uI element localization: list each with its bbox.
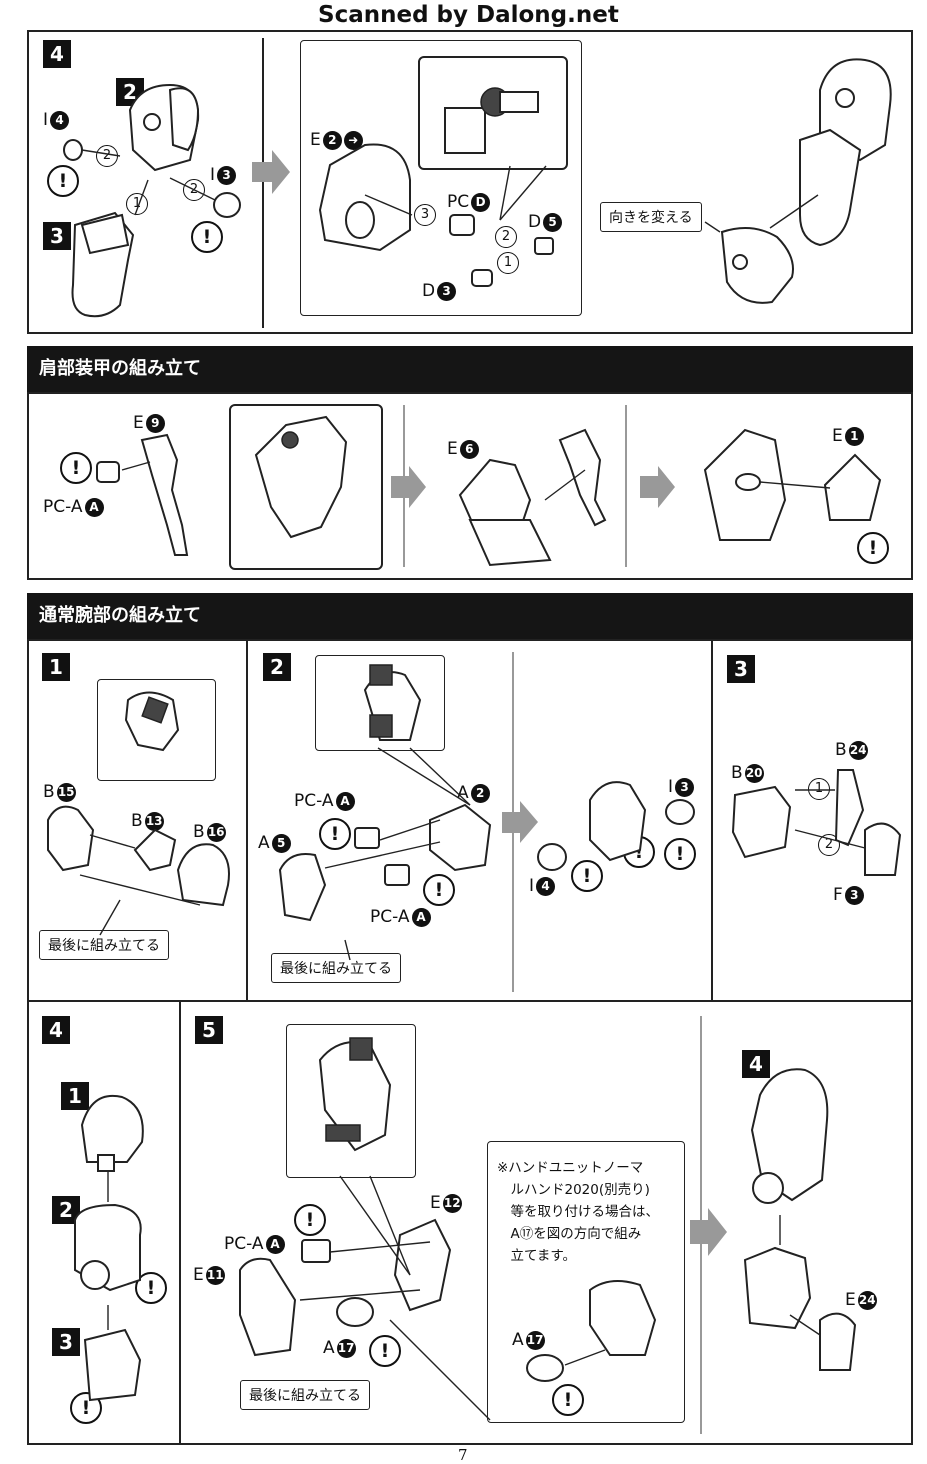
upper-arm-part [128, 83, 200, 172]
arm-step-2: 2 [263, 653, 291, 681]
hook-icon: ➜ [343, 130, 363, 150]
note-assemble-last: 最後に組み立てる [271, 953, 401, 983]
arm-step4-parts [74, 1094, 144, 1402]
remark-callout [487, 1141, 685, 1423]
elbow-joint-part [318, 143, 554, 287]
note-assemble-last: 最後に組み立てる [39, 930, 169, 960]
note-change-direction: 向きを変える [600, 202, 702, 232]
sub-step-3: 3 [43, 222, 71, 250]
arm-step-1: 1 [42, 653, 70, 681]
poly-cap-part [63, 139, 241, 218]
step-number: 4 [43, 40, 71, 68]
page-number: 7 [458, 1446, 468, 1464]
warning-icon: ! [319, 818, 351, 850]
assembled-arm-part [720, 58, 892, 304]
shoulder-armor-part [96, 415, 882, 567]
arm-step-4: 4 [42, 1016, 70, 1044]
arm-step2-parts [278, 664, 695, 922]
warning-icon: ! [664, 838, 696, 870]
order-3: 3 [414, 204, 436, 226]
final-arm-part [743, 1068, 857, 1371]
order-1: 1 [497, 252, 519, 274]
arm-divider [711, 639, 713, 1001]
arm-step1-parts [47, 691, 230, 907]
warning-icon: ! [47, 165, 79, 197]
arm-divider [246, 639, 248, 1001]
arm-step5-parts [239, 1037, 657, 1382]
shoulder-divider [625, 405, 627, 567]
warning-icon: ! [423, 874, 455, 906]
arm-divider-row [27, 1000, 913, 1002]
warning-icon: ! [191, 221, 223, 253]
warning-icon: ! [60, 452, 92, 484]
section-title-shoulder-armor: 肩部装甲の組み立て [27, 346, 913, 392]
inset-joint-part [444, 87, 539, 154]
order-1: 1 [126, 193, 148, 215]
arm-divider [179, 1001, 181, 1445]
sub-step-4: 4 [742, 1050, 770, 1078]
arm-step3-parts [731, 769, 902, 876]
watermark: Scanned by Dalong.net [318, 2, 619, 28]
order-2: 2 [495, 226, 517, 248]
note-assemble-last: 最後に組み立てる [240, 1380, 370, 1410]
warning-icon: ! [369, 1335, 401, 1367]
sub-step-1: 1 [61, 1082, 89, 1110]
remark-text: ※ハンドユニットノーマ ルハンド2020(別売り) 等を取り付ける場合は、 A⑰… [497, 1160, 659, 1264]
warning-icon: ! [294, 1204, 326, 1236]
sub-step-2: 2 [116, 78, 144, 106]
arm-step-5: 5 [195, 1016, 223, 1044]
next-arrow-icon [252, 150, 727, 1256]
warning-icon: ! [70, 1392, 102, 1424]
order-1: 1 [808, 778, 830, 800]
warning-icon: ! [571, 860, 603, 892]
section-title-normal-arm: 通常腕部の組み立て [27, 593, 913, 639]
order-2-left: 2 [96, 145, 118, 167]
forearm-part [71, 211, 135, 318]
warning-icon: ! [857, 532, 889, 564]
top-panel-divider [262, 38, 264, 328]
warning-icon: ! [552, 1384, 584, 1416]
arm-step-3: 3 [727, 655, 755, 683]
sub-step-3: 3 [52, 1328, 80, 1356]
